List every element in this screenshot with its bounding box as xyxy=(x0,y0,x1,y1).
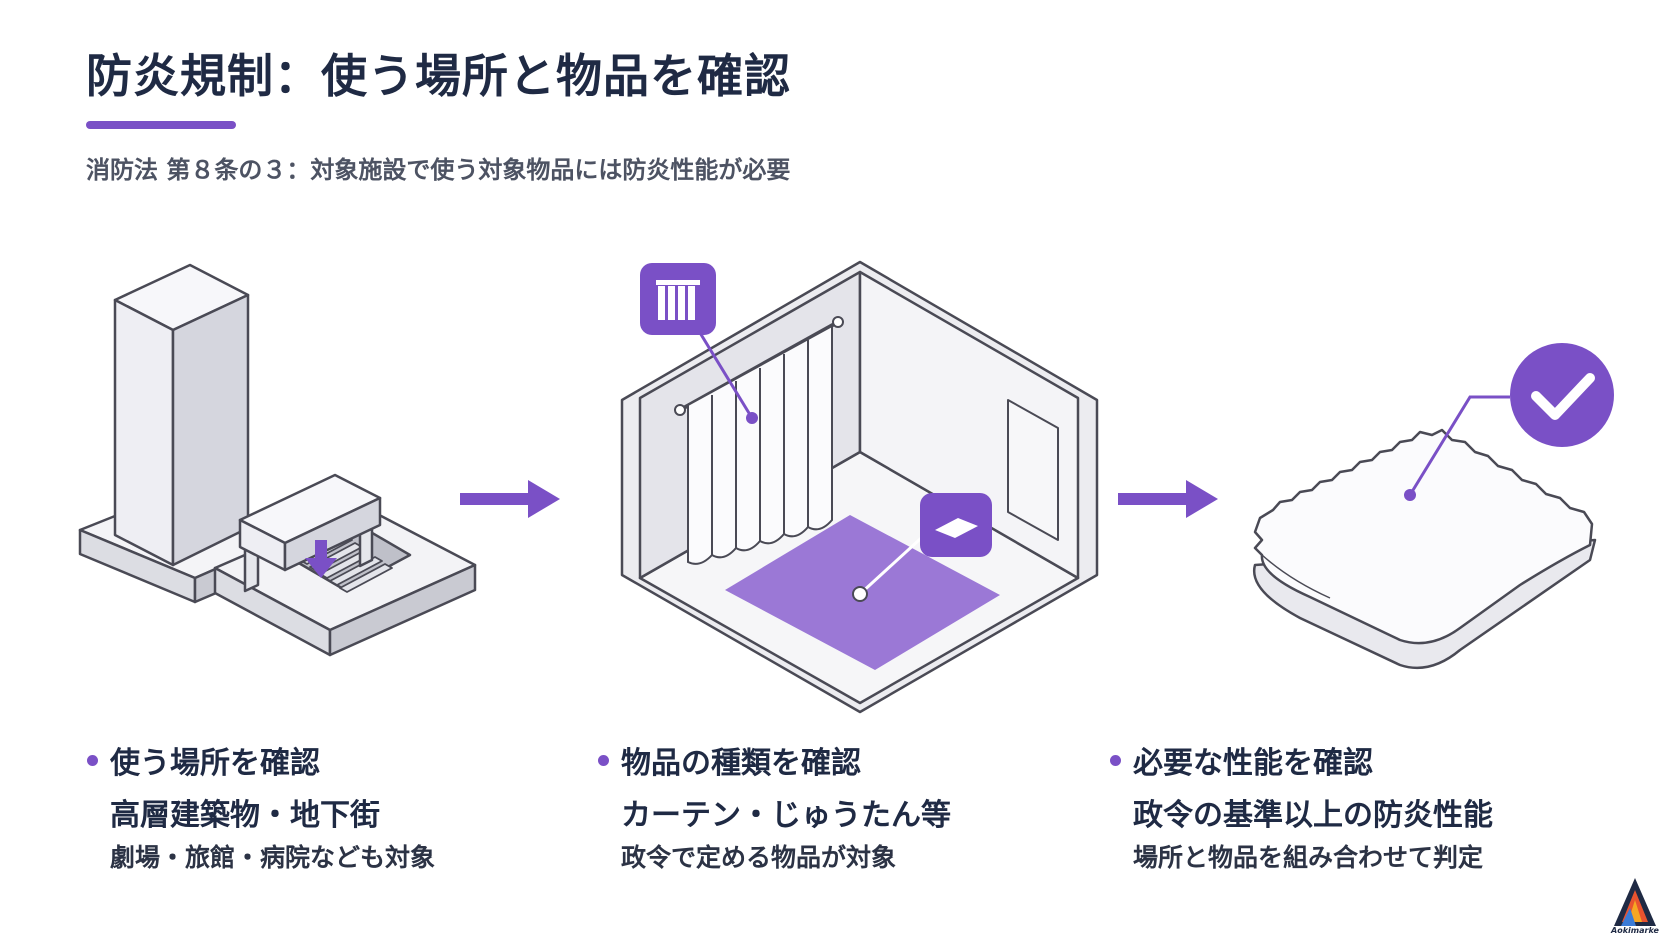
bullet-icon xyxy=(87,754,98,766)
page-title: 防炎規制：使う場所と物品を確認 xyxy=(86,49,791,103)
step-line2: 高層建築物・地下街 xyxy=(110,798,380,833)
bullet-icon xyxy=(598,754,609,766)
building-illustration xyxy=(78,263,477,657)
step-item: 物品の種類を確認 カーテン・じゅうたん等 政令で定める物品が対象 xyxy=(598,738,1061,874)
step-place: 使う場所を確認 高層建築物・地下街 劇場・旅館・病院なども対象 xyxy=(87,738,550,874)
check-callout-icon xyxy=(1404,343,1614,501)
title-underline xyxy=(86,121,236,129)
step-heading: 必要な性能を確認 xyxy=(1133,746,1373,781)
brand-logo-icon xyxy=(1614,878,1656,926)
step-line3: 政令で定める物品が対象 xyxy=(621,843,897,872)
step-line3: 劇場・旅館・病院なども対象 xyxy=(110,843,436,872)
step-performance: 必要な性能を確認 政令の基準以上の防炎性能 場所と物品を組み合わせて判定 xyxy=(1110,738,1573,874)
step-heading: 物品の種類を確認 xyxy=(621,746,861,781)
step-heading: 使う場所を確認 xyxy=(110,746,320,781)
step-line2: カーテン・じゅうたん等 xyxy=(621,798,951,833)
page-subtitle: 消防法 第８条の３：対象施設で使う対象物品には防炎性能が必要 xyxy=(86,156,791,184)
bullet-icon xyxy=(1110,754,1121,766)
step-line3: 場所と物品を組み合わせて判定 xyxy=(1133,843,1484,872)
rug-callout-icon xyxy=(852,493,992,602)
flow-arrow-icon xyxy=(460,480,560,518)
curtain-callout-icon xyxy=(640,263,758,424)
fabric-illustration xyxy=(1252,428,1597,670)
step-line2: 政令の基準以上の防炎性能 xyxy=(1133,798,1493,833)
brand-logo-text: Aokimarke xyxy=(1611,926,1659,935)
down-arrow-icon xyxy=(305,540,337,578)
flow-arrow-icon-2 xyxy=(1118,480,1218,518)
curtain-illustration xyxy=(674,316,844,565)
